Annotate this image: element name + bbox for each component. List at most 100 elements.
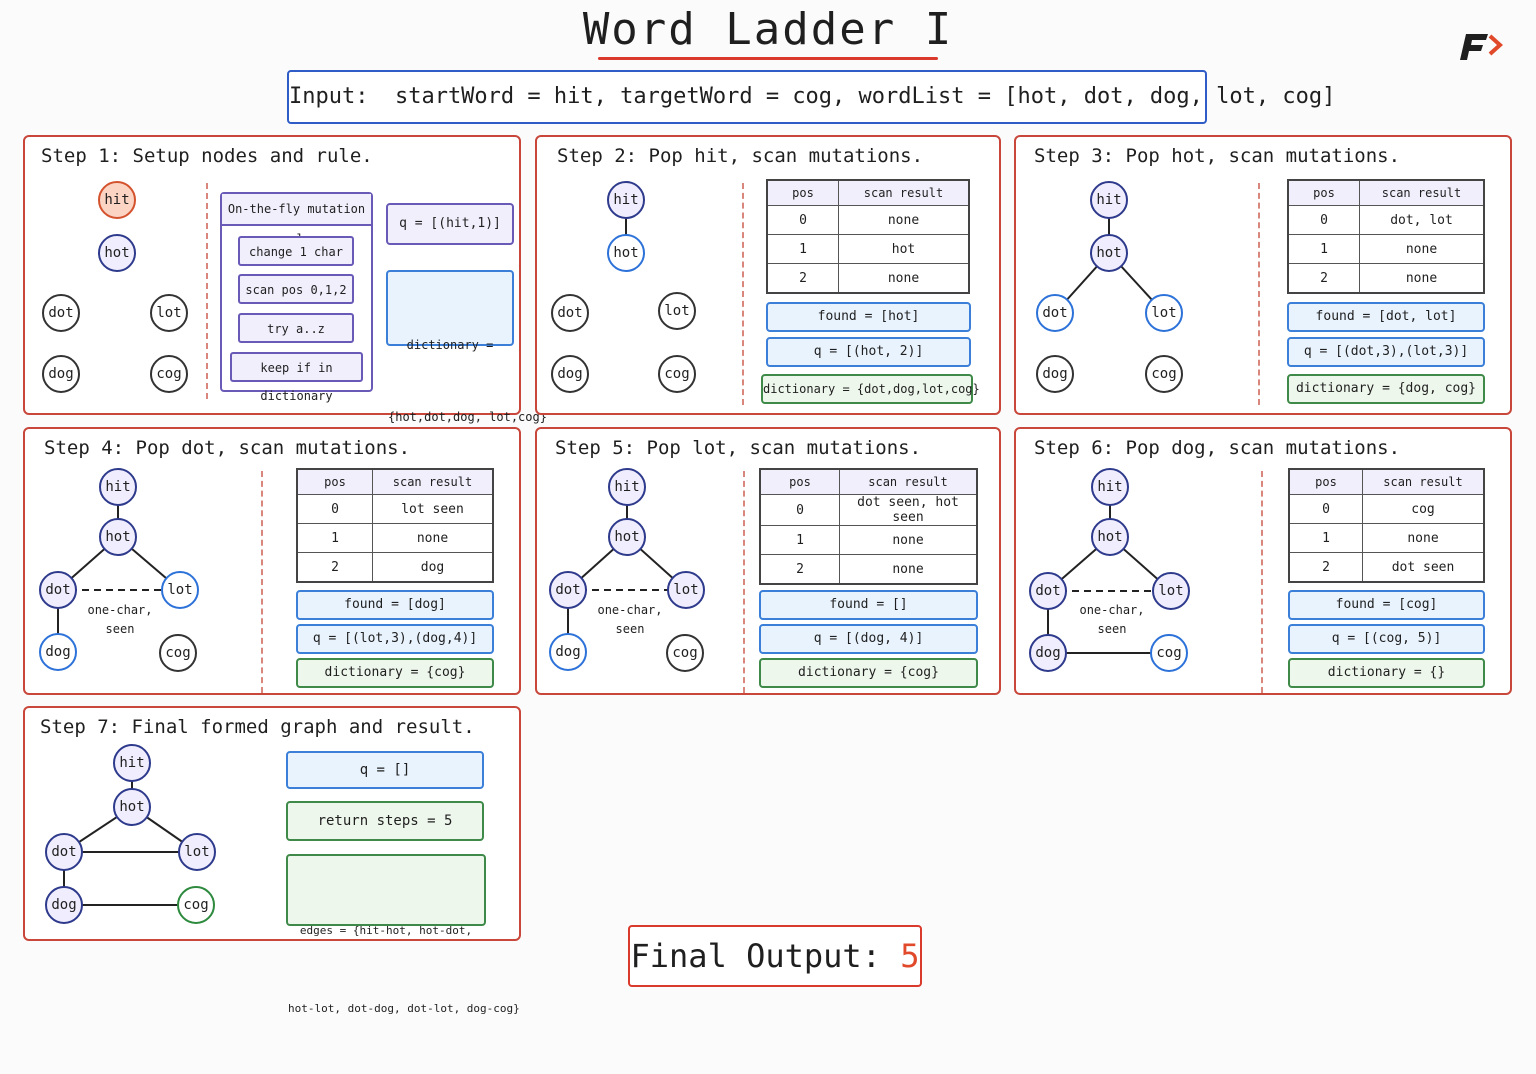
step-5-title: Step 5: Pop lot, scan mutations. [555, 437, 922, 459]
step-2-panel: Step 2: Pop hit, scan mutations. hit hot… [535, 135, 1001, 415]
table-cell: none [839, 525, 978, 555]
dictionary-box: dictionary = {dot,dog,lot,cog} [761, 374, 980, 404]
dictionary-box: dictionary = {cog} [759, 658, 978, 688]
node-dog: dog [39, 633, 77, 671]
input-description: Input: startWord = hit, targetWord = cog… [287, 70, 1335, 124]
return-box: return steps = 5 [286, 801, 484, 841]
node-hot: hot [99, 518, 137, 556]
column-header: scan result [372, 468, 494, 495]
node-dot: dot [42, 294, 80, 332]
table-cell: dot, lot [1359, 205, 1485, 235]
divider [261, 471, 263, 693]
node-hot: hot [1090, 234, 1128, 272]
table-cell: 0 [1287, 205, 1360, 235]
table-cell: cog [1362, 494, 1485, 524]
table-cell: dot seen [1362, 552, 1485, 583]
node-cog: cog [666, 634, 704, 672]
table-cell: none [839, 554, 978, 585]
column-header: pos [1287, 179, 1360, 206]
dictionary-value: {hot,dot,dog, lot,cog} [388, 410, 547, 424]
dictionary-box: dictionary = {} [1288, 658, 1485, 688]
column-header: scan result [1362, 468, 1485, 495]
node-hot: hot [98, 234, 136, 272]
node-dog: dog [549, 633, 587, 671]
edge-note: one-char, seen [1079, 603, 1145, 636]
node-hot: hot [608, 518, 646, 556]
step-4-title: Step 4: Pop dot, scan mutations. [44, 437, 411, 459]
node-cog: cog [150, 355, 188, 393]
table-cell: hot [838, 234, 970, 264]
edge-note: one-char, seen [87, 603, 153, 636]
table-cell: none [1359, 263, 1485, 294]
node-dot: dot [1029, 572, 1067, 610]
rule-item: keep if in dictionary [230, 352, 363, 403]
table-cell: 1 [759, 525, 840, 555]
queue-box: q = [(hit,1)] [386, 203, 514, 245]
node-dog: dog [1036, 355, 1074, 393]
node-cog: cog [658, 355, 696, 393]
mutation-rule-box: On-the-fly mutation rule change 1 char s… [220, 192, 373, 403]
queue-box: q = [] [286, 751, 484, 789]
rule-item: scan pos 0,1,2 [238, 274, 354, 304]
node-lot: lot [658, 292, 696, 330]
dictionary-box: dictionary = {dog, cog} [1287, 374, 1485, 404]
edges-line: hot-lot, dot-dog, dot-lot, dog-cog} [288, 1002, 520, 1015]
found-box: found = [] [759, 590, 978, 620]
title-underline [598, 57, 938, 60]
edge-note: one-char, seen [597, 603, 663, 636]
table-cell: 0 [766, 205, 839, 235]
node-lot: lot [667, 571, 705, 609]
step-1-title: Step 1: Setup nodes and rule. [41, 145, 373, 167]
queue-box: q = [(lot,3),(dog,4)] [296, 624, 494, 654]
step-4-panel: Step 4: Pop dot, scan mutations. hit hot… [23, 427, 521, 695]
table-cell: 2 [1287, 263, 1360, 294]
found-box: found = [dot, lot] [1287, 302, 1485, 332]
node-dog: dog [42, 355, 80, 393]
table-cell: none [1362, 523, 1485, 553]
table-cell: 0 [296, 494, 373, 524]
column-header: pos [296, 468, 373, 495]
node-lot: lot [161, 571, 199, 609]
table-cell: 2 [759, 554, 840, 585]
column-header: pos [759, 468, 840, 495]
node-lot: lot [150, 294, 188, 332]
final-output-label: Final Output: [630, 937, 881, 975]
divider [742, 183, 744, 405]
column-header: scan result [1359, 179, 1485, 206]
edges-box: edges = {hit-hot, hot-dot, hot-lot, dot-… [286, 854, 520, 1015]
column-header: scan result [839, 468, 978, 495]
table-cell: 0 [759, 494, 840, 526]
divider [1261, 471, 1263, 693]
page-title: Word Ladder I [582, 4, 954, 55]
table-cell: 1 [1287, 234, 1360, 264]
step-3-panel: Step 3: Pop hot, scan mutations. hit hot… [1014, 135, 1512, 415]
node-hot: hot [1091, 518, 1129, 556]
node-hit: hit [98, 181, 136, 219]
queue-box: q = [(hot, 2)] [766, 337, 971, 367]
divider [743, 471, 745, 693]
step-3-title: Step 3: Pop hot, scan mutations. [1034, 145, 1401, 167]
node-hit: hit [113, 744, 151, 782]
table-cell: 2 [766, 263, 839, 294]
node-hit: hit [1091, 468, 1129, 506]
rule-item: try a..z [238, 313, 354, 343]
node-hit: hit [1090, 181, 1128, 219]
final-output-box: Final Output: 5 [628, 925, 922, 987]
table-cell: dog [372, 552, 494, 583]
node-cog: cog [1150, 634, 1188, 672]
brand-logo-icon [1460, 34, 1503, 60]
step-1-panel: Step 1: Setup nodes and rule. hit hot do… [23, 135, 547, 424]
node-lot: lot [178, 833, 216, 871]
node-dot: dot [45, 833, 83, 871]
